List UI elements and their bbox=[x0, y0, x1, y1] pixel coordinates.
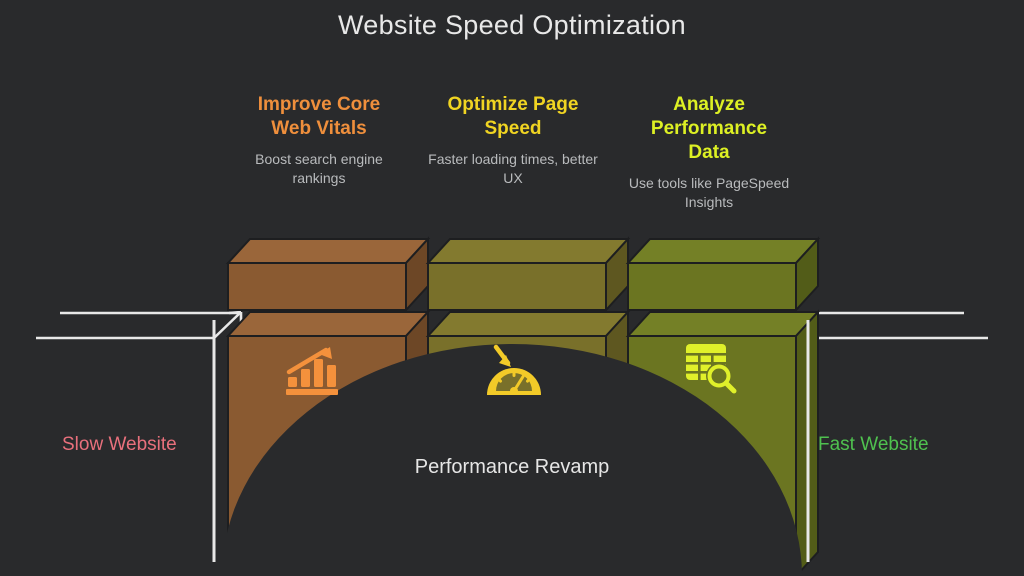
column-0-heading-line-2: Web Vitals bbox=[271, 118, 367, 139]
road-left bbox=[36, 310, 243, 340]
speedometer-gauge-icon bbox=[487, 344, 541, 395]
arch-caption: Performance Revamp bbox=[414, 456, 610, 478]
column-2-subtitle: Use tools like PageSpeed Insights bbox=[628, 175, 790, 210]
column-optimize-page-speed: Optimize Page Speed Faster loading times… bbox=[422, 93, 604, 188]
bridge-deck bbox=[225, 236, 821, 576]
column-improve-core-web-vitals: Improve Core Web Vitals Boost search eng… bbox=[228, 93, 410, 188]
column-2-heading-line-3: Data bbox=[688, 142, 730, 163]
column-2-heading: Analyze Performance Data bbox=[618, 93, 800, 165]
column-0-heading: Improve Core Web Vitals bbox=[228, 93, 410, 141]
column-2-heading-line-2: Performance bbox=[650, 118, 768, 139]
bar-chart-growth-icon bbox=[286, 347, 338, 395]
column-0-subtitle: Boost search engine rankings bbox=[255, 151, 383, 186]
fast-website-label: Fast Website bbox=[818, 434, 929, 455]
column-1-heading-line-2: Speed bbox=[484, 118, 542, 139]
slow-website-label: Slow Website bbox=[62, 434, 177, 455]
column-analyze-performance-data: Analyze Performance Data Use tools like … bbox=[618, 93, 800, 212]
page-title: Website Speed Optimization bbox=[338, 10, 686, 40]
column-1-heading-line-1: Optimize Page bbox=[447, 94, 579, 115]
bridge-span-2 bbox=[425, 236, 631, 576]
data-table-search-icon bbox=[686, 344, 737, 394]
bridge-span-1 bbox=[225, 236, 431, 576]
bridge-span-3 bbox=[625, 236, 821, 576]
column-2-heading-line-1: Analyze bbox=[673, 94, 745, 115]
column-1-heading: Optimize Page Speed bbox=[422, 93, 604, 141]
column-0-heading-line-1: Improve Core bbox=[257, 94, 381, 115]
column-1-subtitle: Faster loading times, better UX bbox=[428, 151, 598, 186]
